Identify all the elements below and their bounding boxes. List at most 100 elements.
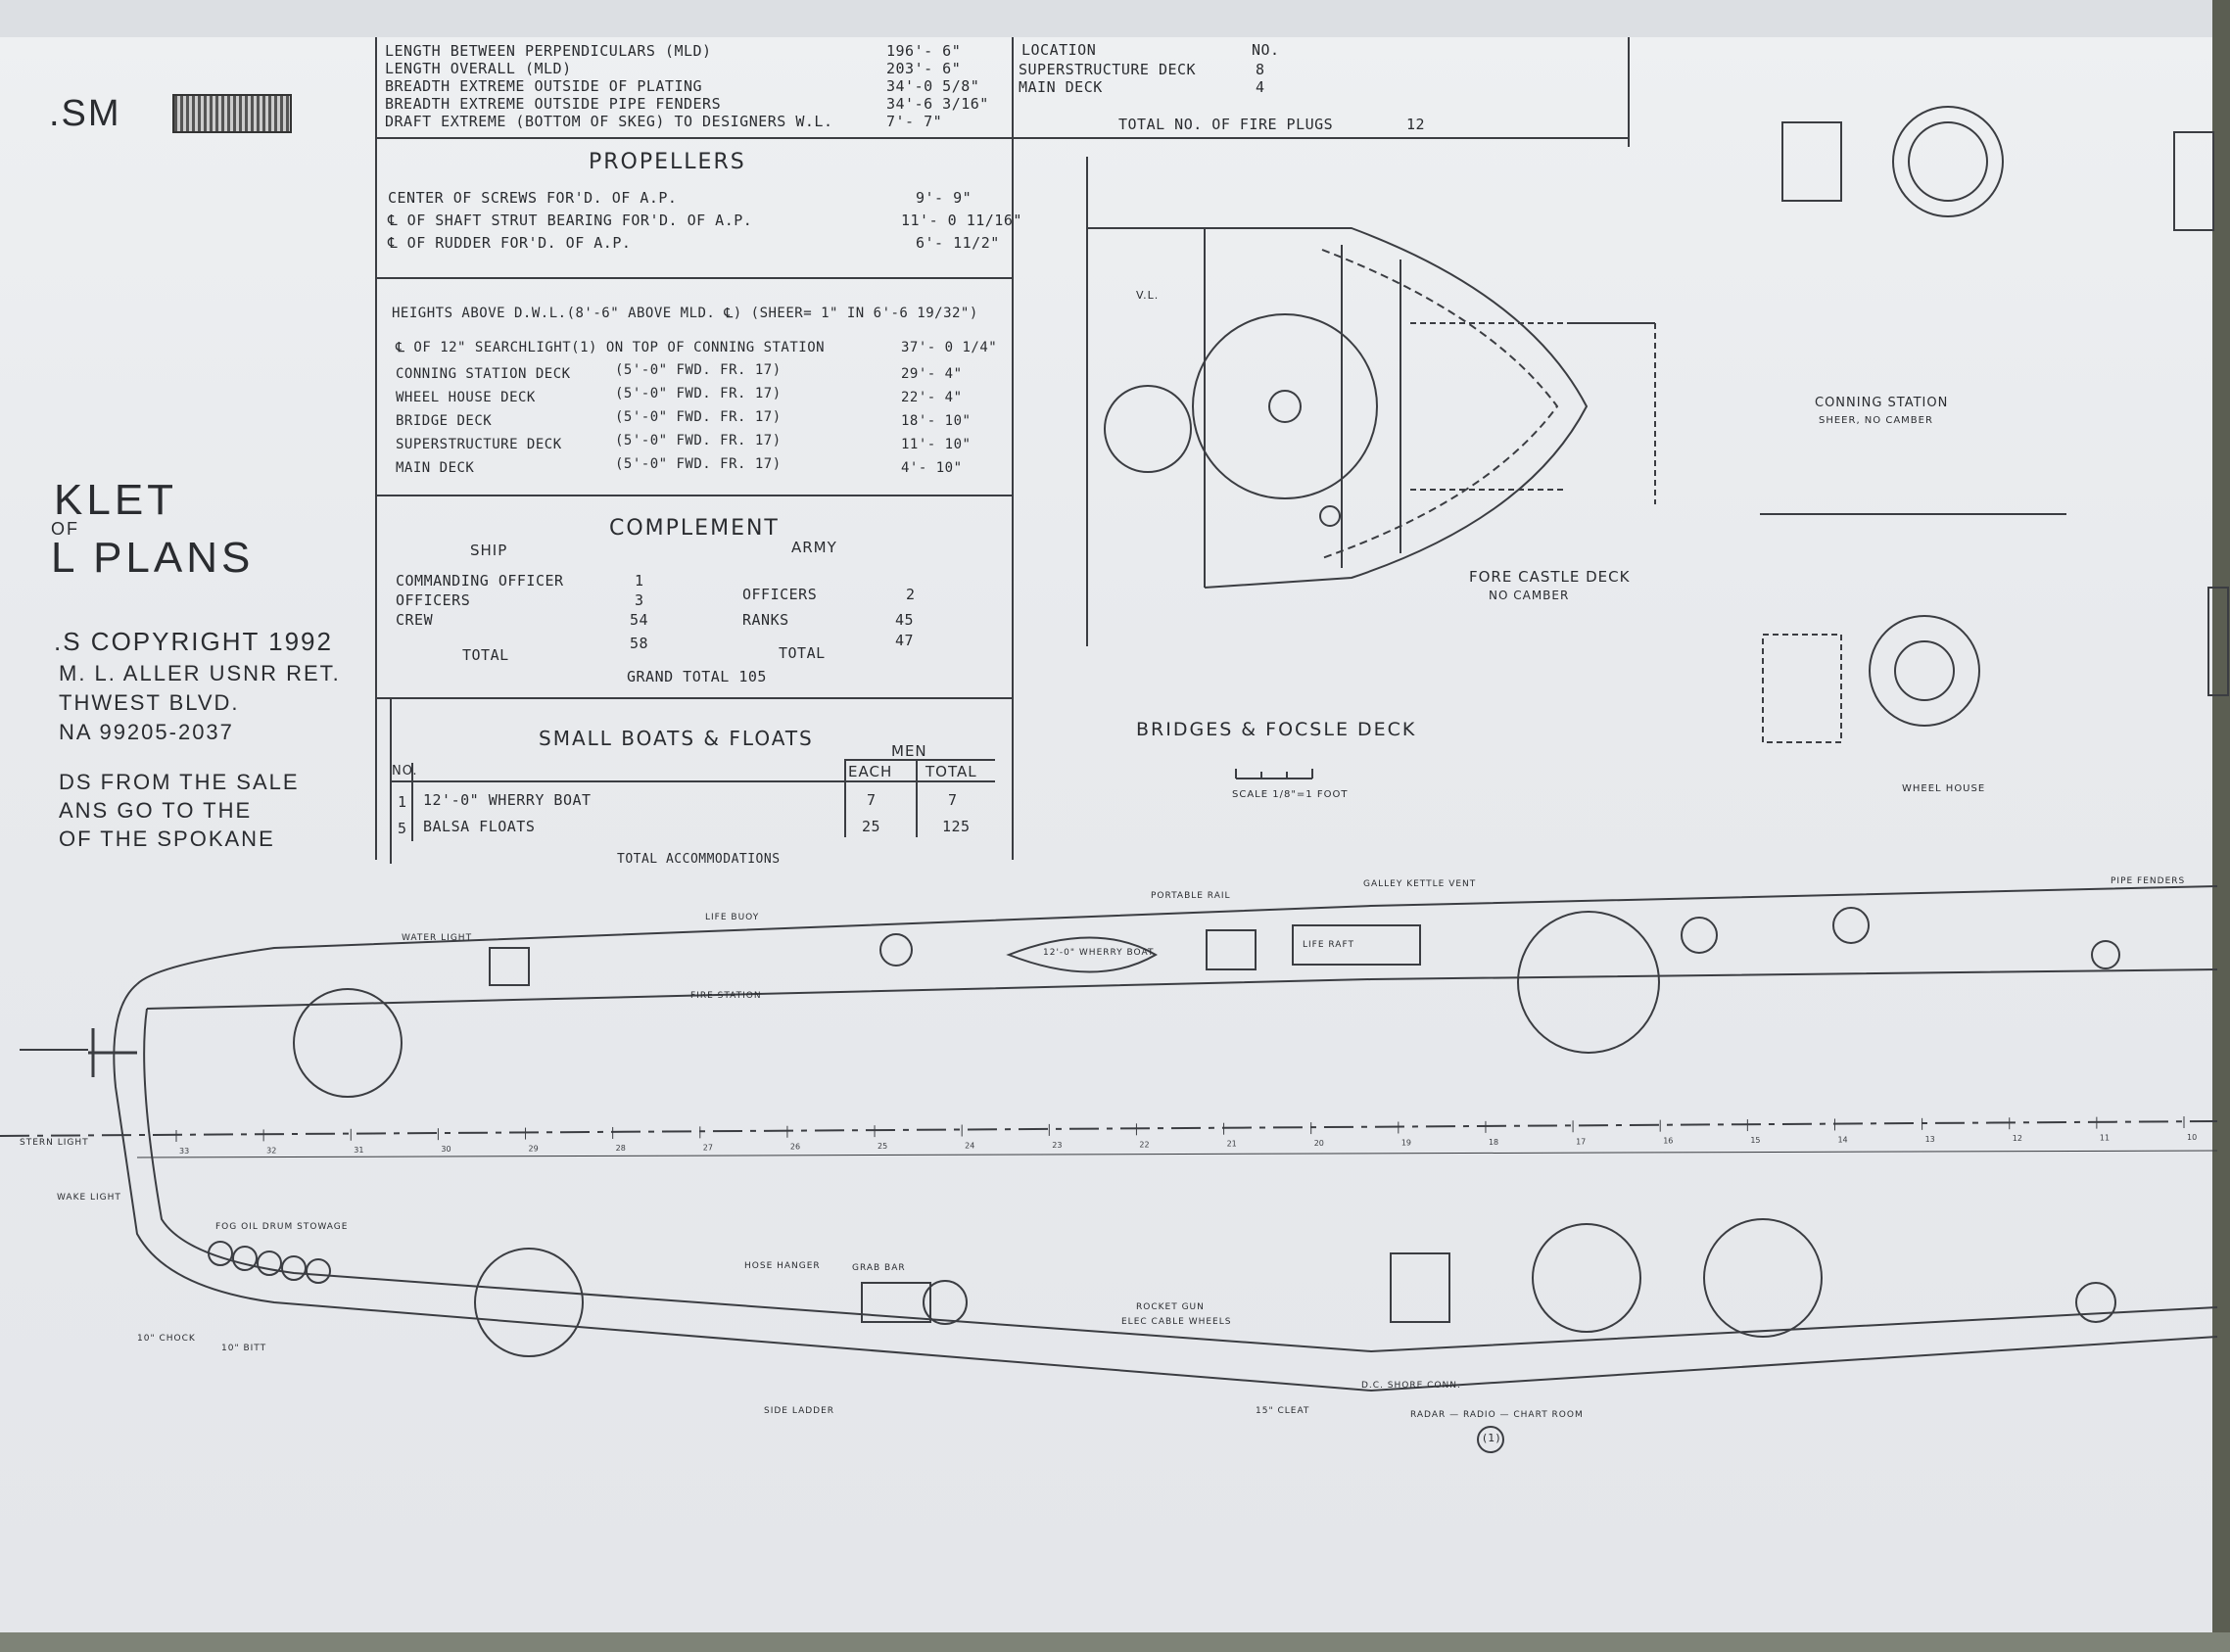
frame-number: 30 xyxy=(441,1145,451,1154)
boat-row-no: 1 xyxy=(398,793,407,811)
author: M. L. ALLER USNR RET. xyxy=(59,661,341,685)
top-tape xyxy=(0,0,2230,37)
booklet-title-of: OF xyxy=(51,519,79,539)
heights-header: HEIGHTS ABOVE D.W.L.(8'-6" ABOVE MLD. ℄)… xyxy=(392,306,978,321)
height-label: ℄ OF 12" SEARCHLIGHT(1) ON TOP OF CONNIN… xyxy=(396,340,826,355)
boat-row-total: 125 xyxy=(942,818,971,835)
propeller-value: 6'- 11/2" xyxy=(916,234,1000,252)
gun-tub-aft xyxy=(293,988,403,1098)
portable-rail-label: PORTABLE RAIL xyxy=(1151,891,1231,901)
dimension-label: LENGTH BETWEEN PERPENDICULARS (MLD) xyxy=(385,42,712,60)
army-total-value: 47 xyxy=(895,632,915,649)
boats-total-border xyxy=(916,759,918,837)
complement-ship: SHIP xyxy=(470,542,508,559)
main-deck-upper-outline xyxy=(136,885,2218,985)
sheet-number: (1) xyxy=(1483,1432,1501,1444)
dc-shore-label: D.C. SHORE CONN. xyxy=(1361,1381,1461,1391)
height-value: 22'- 4" xyxy=(901,390,963,405)
fire-station-label: FIRE STATION xyxy=(690,991,762,1001)
galley-vent-label: GALLEY KETTLE VENT xyxy=(1363,879,1477,889)
dimension-label: BREADTH EXTREME OUTSIDE OF PLATING xyxy=(385,77,703,95)
height-value: 29'- 4" xyxy=(901,366,963,382)
boats-men-rule xyxy=(844,759,995,761)
frame-number: 16 xyxy=(1663,1137,1673,1146)
complement-bottom-rule xyxy=(375,697,1012,699)
propeller-value: 11'- 0 11/16" xyxy=(901,212,1022,229)
frame-number: 27 xyxy=(703,1143,713,1152)
frame-number: 24 xyxy=(965,1142,974,1151)
fire-table-right-border xyxy=(1628,37,1630,147)
bitt-label: 10" BITT xyxy=(221,1344,267,1353)
water-light-label: WATER LIGHT xyxy=(402,933,473,943)
boats-footer: TOTAL ACCOMMODATIONS xyxy=(617,852,781,867)
frame-number: 14 xyxy=(1837,1135,1847,1144)
boats-col-each: EACH xyxy=(848,763,893,780)
forecastle-camber: NO CAMBER xyxy=(1489,589,1570,602)
height-ref: (5'-0" FWD. FR. 17) xyxy=(615,362,782,378)
conning-sheer-label: SHEER, NO CAMBER xyxy=(1819,415,1933,426)
boat-row-total: 7 xyxy=(948,791,958,809)
ranks-value: 45 xyxy=(895,611,915,629)
frame-number: 11 xyxy=(2100,1134,2110,1143)
sale-line2: ANS GO TO THE xyxy=(59,798,253,823)
ship-total-label: TOTAL xyxy=(462,646,509,664)
dimension-value: 203'- 6" xyxy=(886,60,962,77)
fire-header-location: LOCATION xyxy=(1021,41,1097,59)
boats-col-total: TOTAL xyxy=(925,763,977,780)
height-ref: (5'-0" FWD. FR. 17) xyxy=(615,409,782,425)
fire-total-label: TOTAL NO. OF FIRE PLUGS xyxy=(1118,116,1334,133)
dimension-value: 196'- 6" xyxy=(886,42,962,60)
frame-number: 26 xyxy=(790,1143,800,1152)
complement-army: ARMY xyxy=(791,539,837,556)
frame-number: 10 xyxy=(2187,1133,2197,1142)
frame-number: 23 xyxy=(1052,1141,1062,1150)
gun-tub-lower-aft xyxy=(474,1248,584,1357)
boat-row-item: 12'-0" WHERRY BOAT xyxy=(423,791,592,809)
height-label: WHEEL HOUSE DECK xyxy=(396,390,536,405)
bridges-title: BRIDGES & FOCSLE DECK xyxy=(1136,719,1417,740)
centerline xyxy=(0,1120,2218,1137)
rocket-gun-label: ROCKET GUN xyxy=(1136,1302,1205,1312)
cleat-label: 15" CLEAT xyxy=(1256,1406,1310,1416)
frame-number: 15 xyxy=(1750,1136,1760,1145)
height-label: BRIDGE DECK xyxy=(396,413,493,429)
boats-header-rule xyxy=(390,780,995,782)
city: NA 99205-2037 xyxy=(59,720,234,744)
dimension-label: DRAFT EXTREME (BOTTOM OF SKEG) TO DESIGN… xyxy=(385,113,833,130)
bow-inner-outline xyxy=(1321,249,1559,559)
bow-outline xyxy=(1087,227,1589,589)
ranks-label: RANKS xyxy=(742,611,789,629)
height-label: CONNING STATION DECK xyxy=(396,366,571,382)
frame-number: 12 xyxy=(2013,1134,2022,1143)
booklet-title-line2: L PLANS xyxy=(51,534,255,582)
dimension-value: 7'- 7" xyxy=(886,113,943,130)
army-officers-label: OFFICERS xyxy=(742,586,818,603)
forecastle-label: FORE CASTLE DECK xyxy=(1469,568,1631,586)
propellers-title: PROPELLERS xyxy=(589,150,746,174)
wake-light-label: WAKE LIGHT xyxy=(57,1193,121,1203)
boat-row-each: 7 xyxy=(867,791,877,809)
grab-bar-label: GRAB BAR xyxy=(852,1263,906,1273)
boat-row-item: BALSA FLOATS xyxy=(423,818,536,835)
propeller-label: ℄ OF SHAFT STRUT BEARING FOR'D. OF A.P. xyxy=(388,212,753,229)
propeller-value: 9'- 9" xyxy=(916,189,973,207)
frame-number: 20 xyxy=(1314,1139,1324,1148)
crew-label: CREW xyxy=(396,611,434,629)
bottom-background-edge xyxy=(0,1632,2230,1652)
propellers-bottom-rule xyxy=(375,277,1012,279)
dimensions-bottom-rule xyxy=(375,137,1629,139)
frame-number: 29 xyxy=(529,1145,539,1154)
gun-tub-lower-mid xyxy=(1532,1223,1641,1333)
army-total-label: TOTAL xyxy=(779,644,826,662)
side-ladder-label: SIDE LADDER xyxy=(764,1406,835,1416)
boats-men: MEN xyxy=(891,742,927,760)
stern-light-label: STERN LIGHT xyxy=(20,1138,89,1148)
frame-number: 28 xyxy=(616,1144,626,1153)
fire-row-label: MAIN DECK xyxy=(1019,78,1103,96)
redacted-stamp xyxy=(172,94,292,133)
complement-title: COMPLEMENT xyxy=(609,516,780,541)
chock-label: 10" CHOCK xyxy=(137,1334,196,1344)
height-value: 11'- 10" xyxy=(901,437,972,452)
fire-row-value: 8 xyxy=(1256,61,1265,78)
